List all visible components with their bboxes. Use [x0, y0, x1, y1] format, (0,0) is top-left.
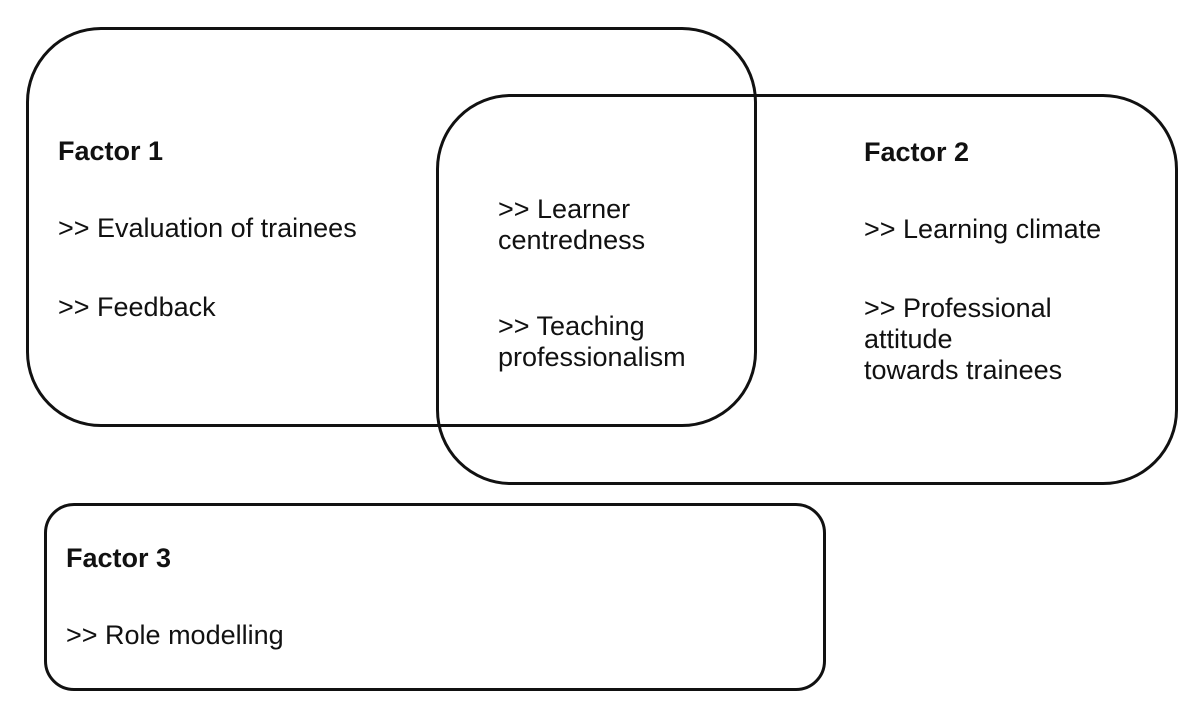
factor-2-title: Factor 2 [864, 137, 970, 167]
factor-3-title: Factor 3 [66, 543, 172, 573]
factor-1-box [26, 27, 757, 427]
factor-1-title: Factor 1 [58, 136, 164, 166]
shared-item: >> Teaching professionalism [498, 311, 686, 372]
factor-1-item: >> Feedback [58, 292, 216, 322]
factor-2-item: >> Learning climate [864, 214, 1102, 244]
shared-item: >> Learner centredness [498, 194, 646, 255]
factor-2-item: >> Professional attitude towards trainee… [864, 293, 1063, 385]
factor-3-item: >> Role modelling [66, 620, 284, 650]
factor-1-item: >> Evaluation of trainees [58, 213, 357, 243]
factor-2-box [436, 94, 1178, 485]
factor-3-box [44, 503, 826, 691]
